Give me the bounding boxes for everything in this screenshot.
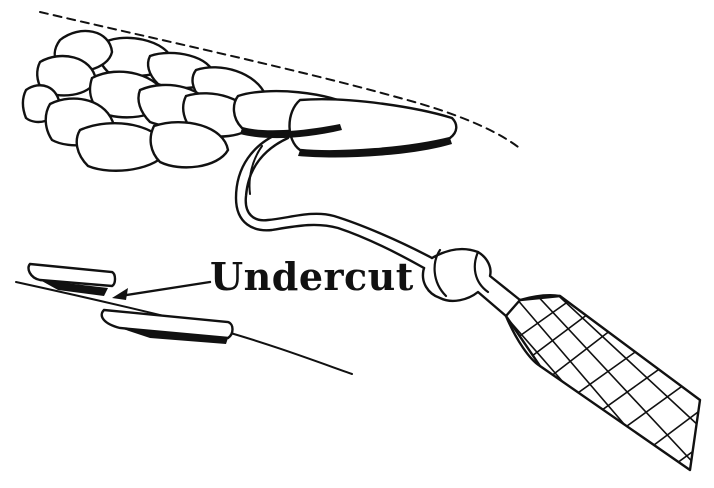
undercut-arrow [120, 282, 210, 296]
undercut-label: Undercut [210, 258, 414, 296]
scaler-shank [423, 249, 520, 316]
upper-deposit [28, 264, 115, 286]
scaler-handle [500, 286, 714, 488]
calculus-deposits [23, 31, 456, 171]
